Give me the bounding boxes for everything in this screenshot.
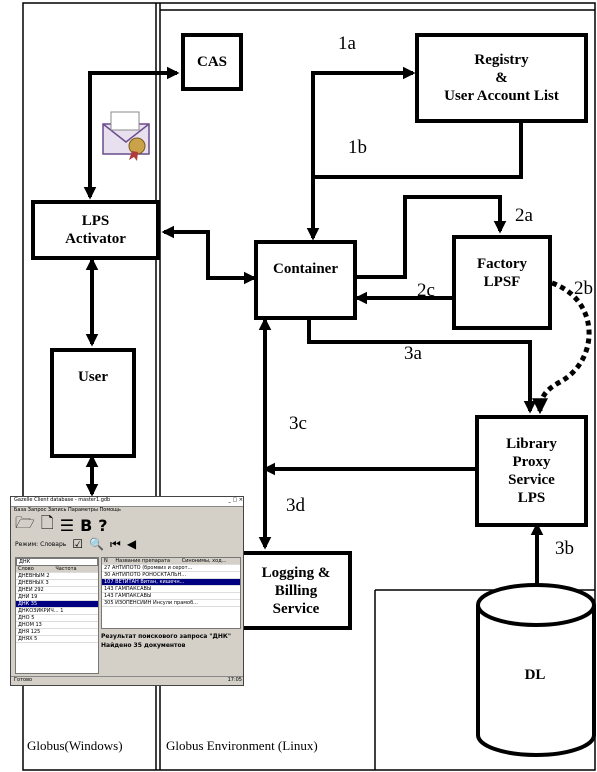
table-row[interactable]: 305 ИЗОПЕНСИИН Инсули прамоб... xyxy=(102,600,240,607)
edge-label-3c: 3c xyxy=(289,413,307,434)
col-synonyms: Синонимы, ход... xyxy=(181,558,227,564)
library-proxy-label-line4: LPS xyxy=(517,490,546,506)
edge-label-2a: 2a xyxy=(515,205,533,226)
list-item[interactable]: ДНО 5 xyxy=(16,615,98,622)
library-proxy-label-line1: Library xyxy=(506,436,557,452)
edge-label-3d: 3d xyxy=(286,495,305,516)
factory-label-line1: Factory xyxy=(477,256,527,272)
result-line-2: Найдено 35 документов xyxy=(101,642,186,649)
list-item[interactable]: ДНК 35 xyxy=(16,601,98,608)
list-item[interactable]: ДНЕВНЫХ 3 xyxy=(16,580,98,587)
user-label: User xyxy=(78,369,108,385)
factory-box: Factory LPSF xyxy=(452,235,552,330)
app-title: Gazelle Client database - master1.gdb xyxy=(14,497,111,503)
list-item[interactable]: ДНОМ 13 xyxy=(16,622,98,629)
logging-label-line1: Logging & xyxy=(261,564,331,581)
logging-billing-box: Logging & Billing Service xyxy=(240,551,352,630)
window-controls-icon[interactable]: _ □ × xyxy=(228,497,243,503)
col-frequency: Частота xyxy=(55,566,77,572)
search-icon[interactable]: 🔍 xyxy=(89,537,105,551)
list-item[interactable]: ДНИ 19 xyxy=(16,594,98,601)
app-toolbar: 🗁 🗋 ☰ B ? xyxy=(11,513,243,535)
container-box: Container xyxy=(254,240,357,320)
dl-label-holder: DL xyxy=(495,660,575,690)
table-row[interactable]: 143 ГАМПАКСАВЫ xyxy=(102,593,240,600)
col-word: Слово xyxy=(18,566,34,572)
edge-container-lps-3a xyxy=(307,320,537,414)
open-folder-icon[interactable]: 🗁 xyxy=(15,512,35,532)
lps-activator-label-line2: Activator xyxy=(65,231,126,247)
word-list-pane: ДНК Слово Частота ДНЕВНЫМ 2 ДНЕВНЫХ 3 ДН… xyxy=(15,557,99,674)
bold-icon[interactable]: B xyxy=(80,515,93,535)
logging-label-line3: Service xyxy=(272,600,320,617)
col-name: Название препарата xyxy=(115,558,171,564)
col-number: N xyxy=(104,558,108,564)
edge-label-1b: 1b xyxy=(348,137,367,158)
user-box: User xyxy=(50,348,136,458)
edge-label-1a: 1a xyxy=(338,33,356,54)
status-time: 17:05 xyxy=(227,677,242,683)
edge-activator-container xyxy=(161,225,257,285)
nav-first-icon[interactable]: ⏮ xyxy=(110,536,121,551)
mode-select[interactable]: Режим: Словарь xyxy=(15,540,67,548)
library-proxy-label-line3: Service xyxy=(508,472,555,488)
list-item[interactable]: ДНЕЙ 292 xyxy=(16,587,98,594)
app-menubar[interactable]: База Запрос Запись Параметры Помощь xyxy=(14,507,121,513)
list-item[interactable]: ДНЕВНЫМ 2 xyxy=(16,573,98,580)
results-table-pane: N Название препарата Синонимы, ход... 27… xyxy=(101,557,241,629)
edge-factory-lps-2b xyxy=(532,280,592,415)
new-doc-icon[interactable]: 🗋 xyxy=(40,512,54,532)
table-row[interactable]: 107 ВЕТИТАН Витан, кишечн... xyxy=(102,579,240,586)
result-line-1: Результат поискового запроса "ДНК" xyxy=(101,633,231,640)
app-titlebar: Gazelle Client database - master1.gdb _ … xyxy=(11,497,243,507)
table-row[interactable]: 27 АНТИПОТО (бромвиз и серот... xyxy=(102,565,240,572)
cas-label: CAS xyxy=(196,54,227,70)
library-proxy-label-line2: Proxy xyxy=(512,454,551,470)
container-label: Container xyxy=(273,261,338,277)
registry-label-line3: User Account List xyxy=(444,88,559,104)
list-item[interactable]: ДНКОЗИКРИЧ... 1 xyxy=(16,608,98,615)
registry-label-line1: Registry xyxy=(474,52,529,68)
edge-activator-cas xyxy=(83,66,180,200)
list-item[interactable]: ДНЯХ 5 xyxy=(16,636,98,643)
table-row[interactable]: 30 АНТИПОТО РОНОСКТАЛЬН... xyxy=(102,572,240,579)
status-text: Готово xyxy=(14,677,33,683)
results-table-header: N Название препарата Синонимы, ход... xyxy=(102,558,240,565)
word-list-header: Слово Частота xyxy=(16,566,98,573)
edge-container-factory-2a xyxy=(355,195,507,279)
list-item[interactable]: ДНЯ 125 xyxy=(16,629,98,636)
edge-label-2b: 2b xyxy=(574,278,593,299)
filter-icon[interactable]: ☑ xyxy=(72,537,84,551)
help-icon[interactable]: ? xyxy=(98,515,108,535)
lps-activator-label-line1: LPS xyxy=(81,213,110,229)
lps-activator-box: LPS Activator xyxy=(31,200,160,260)
cas-box: CAS xyxy=(181,33,243,91)
search-input[interactable]: ДНК xyxy=(16,558,98,566)
dl-label: DL xyxy=(524,667,546,683)
edge-label-3b: 3b xyxy=(555,538,574,559)
logging-label-line2: Billing xyxy=(274,582,318,599)
registry-label-line2: & xyxy=(495,70,508,86)
edge-container-registry-1a xyxy=(311,66,416,176)
registry-box: Registry & User Account List xyxy=(415,33,588,123)
envelope-certificate-icon xyxy=(102,111,150,161)
app-statusbar: Готово 17:05 xyxy=(11,676,243,685)
windows-region-caption: Globus(Windows) xyxy=(27,738,123,753)
dl-cylinder xyxy=(476,583,596,757)
edge-label-2c: 2c xyxy=(417,280,435,301)
factory-label-line2: LPSF xyxy=(483,274,521,290)
list-icon[interactable]: ☰ xyxy=(59,515,75,535)
library-proxy-box: Library Proxy Service LPS xyxy=(475,415,588,527)
client-app-window: Gazelle Client database - master1.gdb _ … xyxy=(10,496,244,686)
edge-registry-container-1b xyxy=(306,122,523,241)
app-toolbar-secondary: Режим: Словарь ☑ 🔍 ⏮ ◀ xyxy=(11,535,243,553)
edge-label-3a: 3a xyxy=(404,343,422,364)
table-row[interactable]: 143 ГАМПАКСАВЫ xyxy=(102,586,240,593)
nav-prev-icon[interactable]: ◀ xyxy=(126,537,137,551)
query-result-text: Результат поискового запроса "ДНК" Найде… xyxy=(101,632,231,650)
linux-region-caption: Globus Environment (Linux) xyxy=(166,738,318,753)
